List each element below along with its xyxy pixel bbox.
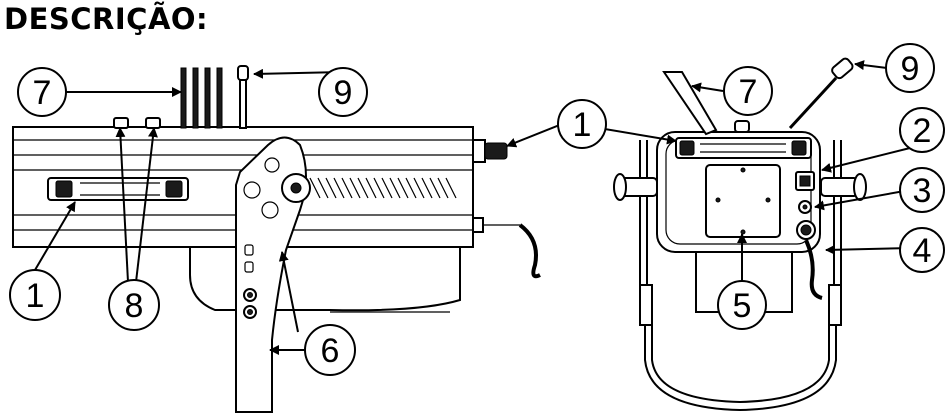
svg-text:6: 6 xyxy=(321,332,340,370)
side-view xyxy=(12,65,541,413)
leader-lines xyxy=(34,60,913,355)
front-shutter-lever xyxy=(662,71,718,136)
svg-text:1: 1 xyxy=(26,277,45,315)
callout-right-1: 1 xyxy=(557,99,607,149)
callout-right-5: 5 xyxy=(717,280,767,330)
svg-text:8: 8 xyxy=(125,287,144,325)
shutter-rod xyxy=(192,67,199,129)
shutter-rod xyxy=(204,67,211,129)
callout-left-7: 7 xyxy=(17,67,67,117)
shutter-rod xyxy=(216,67,223,129)
svg-text:7: 7 xyxy=(33,74,52,112)
svg-text:1: 1 xyxy=(573,106,592,144)
callout-right-3: 3 xyxy=(899,167,945,213)
callout-left-9: 9 xyxy=(318,67,368,117)
svg-text:9: 9 xyxy=(334,74,353,112)
shutter-rod xyxy=(180,67,187,129)
svg-text:4: 4 xyxy=(913,232,932,270)
page-title: DESCRIÇÃO: xyxy=(4,2,209,36)
knob-left xyxy=(113,117,129,129)
front-view xyxy=(613,57,867,412)
callout-right-2: 2 xyxy=(899,107,945,153)
callout-right-9: 9 xyxy=(885,43,935,93)
iris-lever xyxy=(239,77,247,129)
svg-text:2: 2 xyxy=(913,112,932,150)
vent-slots xyxy=(309,177,457,199)
lamp-housing xyxy=(189,244,461,312)
callout-right-4: 4 xyxy=(899,227,945,273)
svg-text:9: 9 xyxy=(901,50,920,88)
svg-text:7: 7 xyxy=(739,73,758,111)
callout-left-1: 1 xyxy=(9,269,61,321)
svg-text:5: 5 xyxy=(733,287,752,325)
knob-right xyxy=(145,117,161,129)
callout-right-7: 7 xyxy=(723,66,773,116)
callout-left-6: 6 xyxy=(304,324,356,376)
svg-text:3: 3 xyxy=(913,172,932,210)
callout-left-8: 8 xyxy=(108,279,160,331)
